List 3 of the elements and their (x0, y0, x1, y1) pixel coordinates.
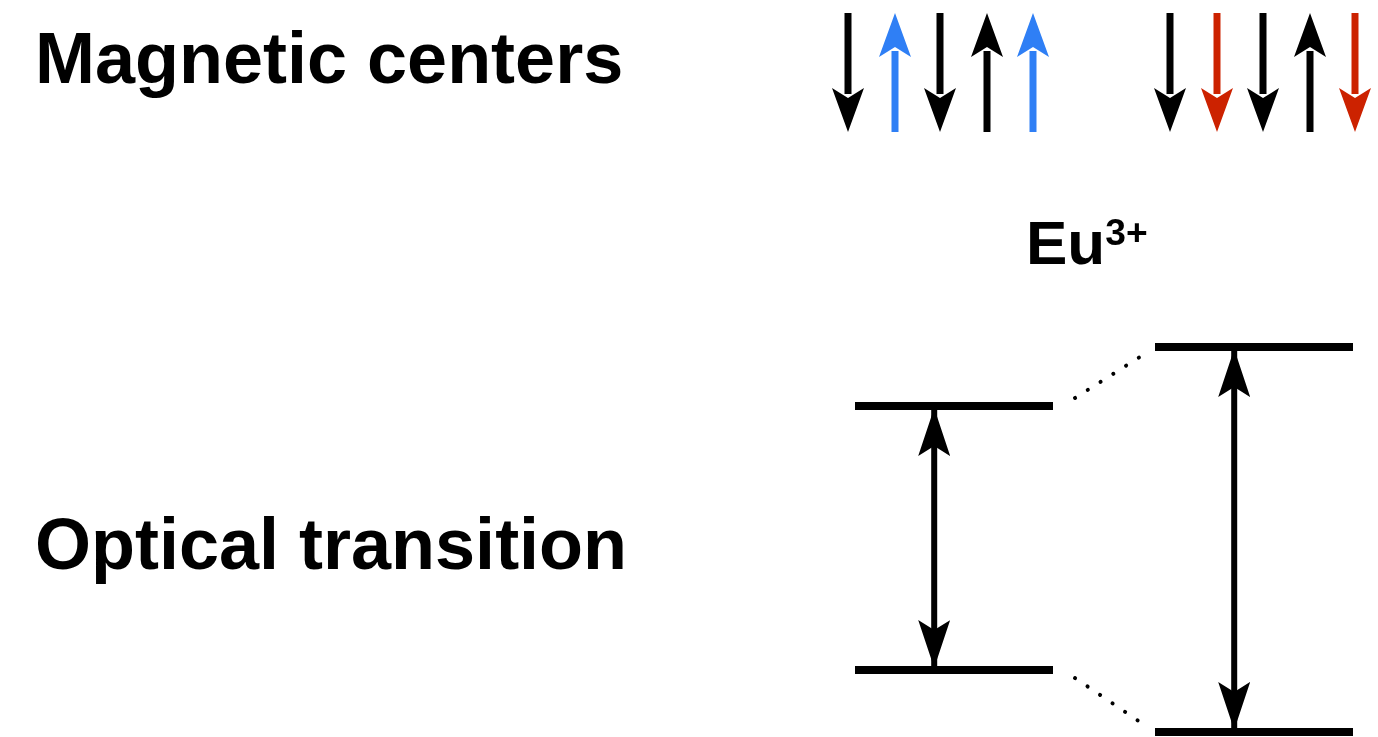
double-arrow (918, 408, 951, 668)
label: Eu$^{3+}$ (1026, 212, 1148, 274)
double-arrow (1218, 349, 1251, 730)
